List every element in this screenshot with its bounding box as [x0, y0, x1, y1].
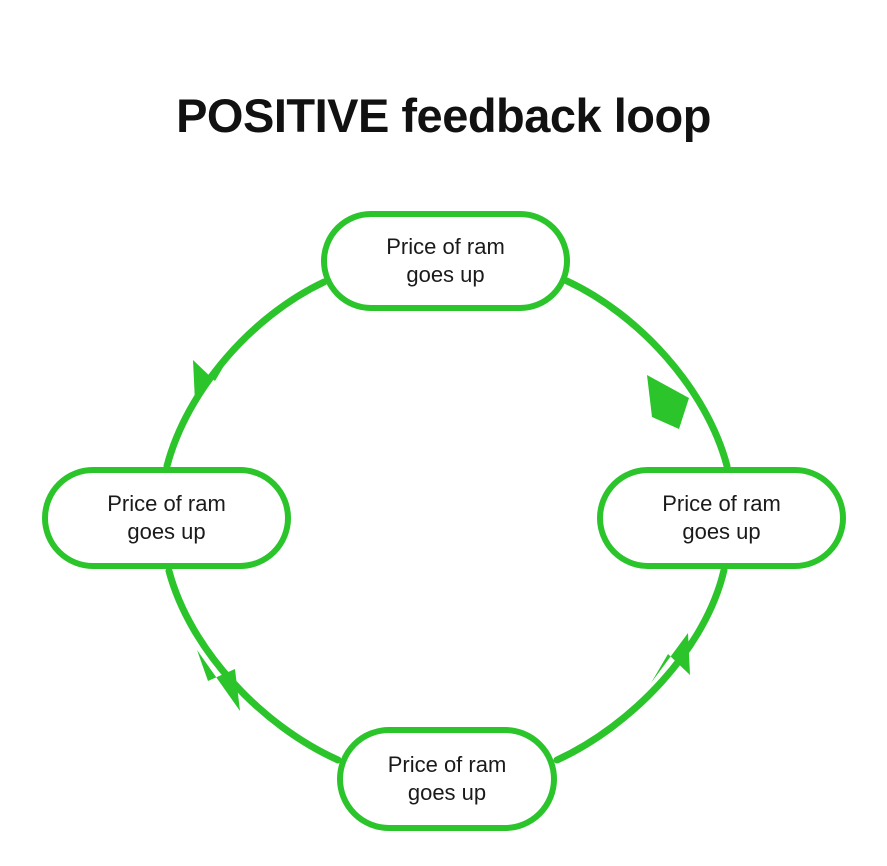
page-title: POSITIVE feedback loop	[176, 89, 711, 142]
edge-left-to-top-arc	[163, 278, 328, 470]
edge-bottom-to-left-arc	[165, 567, 342, 764]
edge-right-to-bottom-arc	[553, 566, 728, 764]
cycle-node-right-label: Price of ram goes up	[662, 490, 781, 544]
cycle-node-right[interactable]: Price of ram goes up	[597, 467, 846, 569]
arrowhead-upper-right-icon	[647, 375, 689, 429]
cycle-node-top-label: Price of ram goes up	[386, 233, 505, 287]
cycle-node-top[interactable]: Price of ram goes up	[321, 211, 570, 311]
arrowhead-lower-left-icon	[197, 650, 240, 711]
arrowhead-lower-right-icon	[651, 633, 690, 683]
cycle-node-left-label: Price of ram goes up	[107, 490, 226, 544]
edge-top-to-right-arc	[563, 277, 731, 470]
cycle-node-bottom-label: Price of ram goes up	[387, 751, 507, 805]
cycle-node-left[interactable]: Price of ram goes up	[42, 467, 291, 569]
cycle-node-bottom[interactable]: Price of ram goes up	[337, 727, 557, 831]
arrowhead-upper-left-icon	[193, 352, 232, 402]
